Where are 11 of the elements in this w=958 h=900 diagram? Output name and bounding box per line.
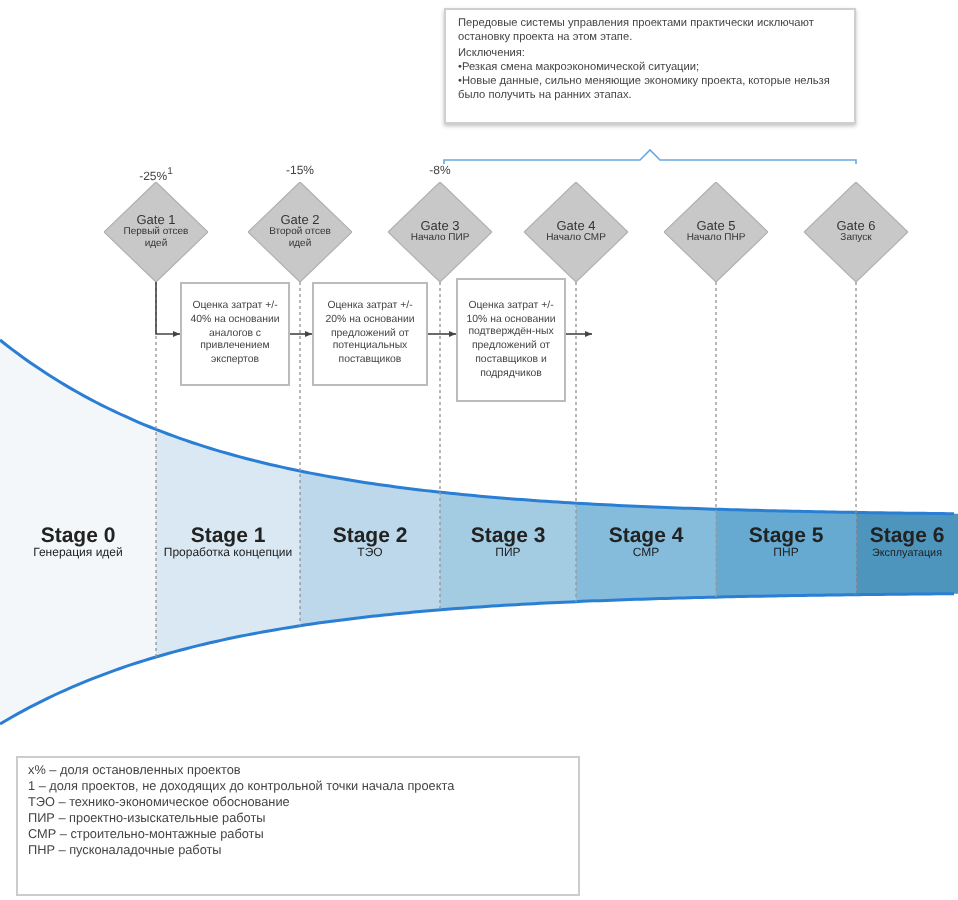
arrow <box>565 331 593 337</box>
stage-title: Stage 0 <box>40 524 116 548</box>
stage-title: Stage 6 <box>869 524 945 548</box>
stage-title: Stage 2 <box>332 524 408 548</box>
arrow <box>427 331 457 337</box>
stage-title: Stage 4 <box>608 524 684 548</box>
stage-title: Stage 1 <box>190 524 266 548</box>
arrow <box>289 331 313 337</box>
arrow <box>155 281 181 337</box>
stage-title: Stage 3 <box>470 524 546 548</box>
stage-title: Stage 5 <box>748 524 824 548</box>
